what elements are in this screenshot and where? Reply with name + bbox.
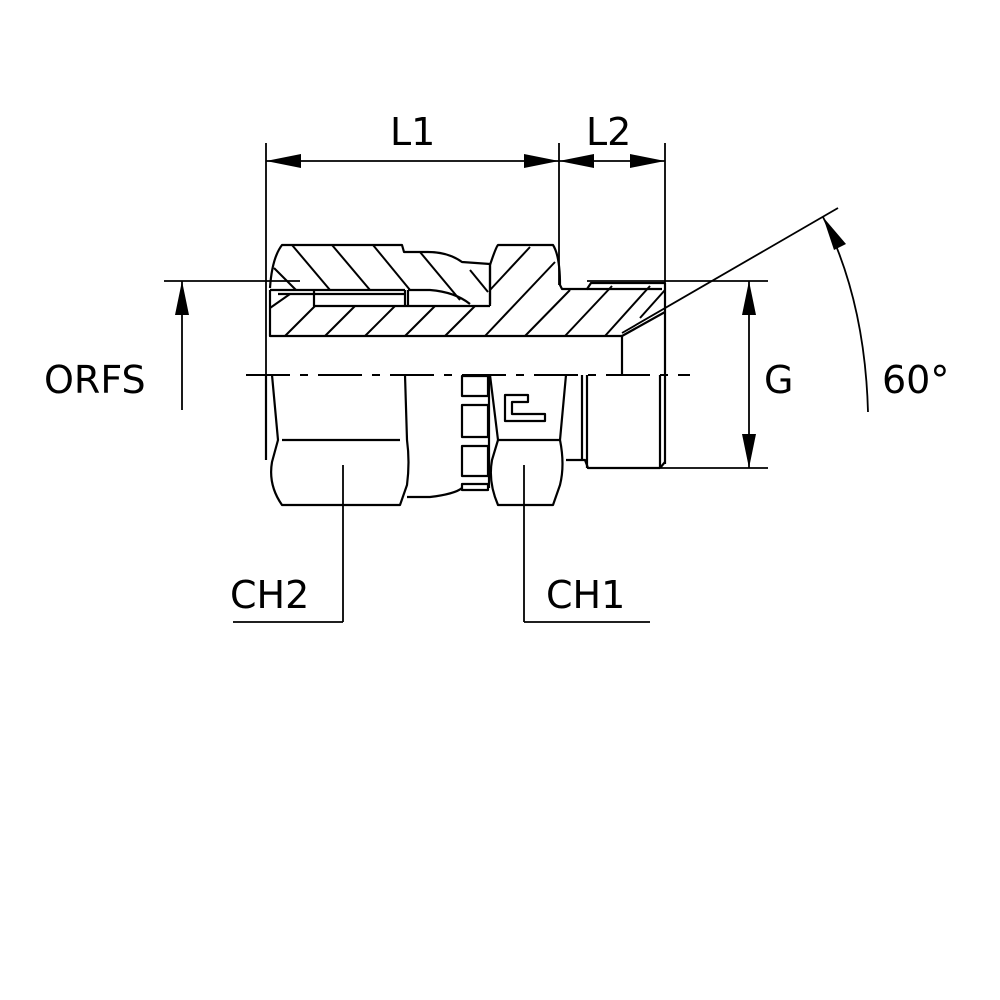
section-upper-half	[268, 243, 667, 375]
hatch	[419, 251, 461, 301]
dimension-l1-l2: L1 L2	[265, 110, 666, 460]
leader-ch2: CH2	[230, 465, 344, 623]
groove-slot	[460, 482, 490, 492]
neck-curve	[407, 487, 463, 499]
arrow-icon	[742, 281, 756, 315]
arrow-icon	[630, 154, 665, 168]
arrow-icon	[175, 281, 189, 315]
view-lower-half	[264, 374, 667, 507]
label-orfs: ORFS	[44, 358, 146, 402]
body-hex	[488, 374, 568, 507]
manufacturer-logo	[503, 393, 547, 423]
hatch	[404, 305, 436, 337]
leader-ch1: CH1	[523, 465, 650, 623]
dimension-g: G	[587, 280, 793, 469]
hatch	[604, 285, 651, 337]
arrow-icon	[524, 154, 559, 168]
thread-chamfer	[659, 461, 666, 469]
groove-slot	[460, 444, 490, 478]
swivel-nut-hex	[270, 374, 410, 507]
hatch	[444, 305, 476, 337]
thread-bottom	[566, 458, 660, 470]
hatch	[372, 244, 411, 291]
arrow-icon	[559, 154, 594, 168]
hatch	[331, 244, 371, 291]
hatch	[291, 244, 331, 291]
dimension-angle: 60°	[621, 207, 949, 413]
swivel-nut-outline	[268, 243, 492, 304]
hatch	[284, 305, 316, 337]
hatch	[489, 246, 531, 291]
angle-arc	[822, 216, 869, 413]
body-hex-outline	[488, 243, 665, 306]
label-l2: L2	[586, 110, 631, 154]
dimension-orfs: ORFS	[44, 280, 300, 410]
hatch	[564, 285, 613, 337]
hatch	[324, 305, 356, 337]
label-angle: 60°	[882, 358, 949, 402]
label-ch2: CH2	[230, 573, 309, 617]
hatch	[639, 289, 666, 319]
body-nose-outline	[312, 290, 490, 308]
groove-slot	[460, 374, 490, 398]
hatch	[269, 293, 291, 309]
arrow-icon	[823, 217, 846, 250]
label-g: G	[764, 358, 793, 402]
hatch	[469, 269, 489, 293]
groove-slot	[460, 403, 490, 439]
hatch	[484, 261, 556, 337]
cone-extension-line	[621, 207, 839, 334]
cone-face	[621, 311, 666, 337]
hatch	[524, 289, 571, 337]
label-l1: L1	[390, 110, 435, 154]
arrow-icon	[266, 154, 301, 168]
label-ch1: CH1	[546, 573, 625, 617]
hatch	[273, 267, 297, 291]
nut-inner-curve	[408, 288, 471, 305]
arrow-icon	[742, 434, 756, 468]
hatch	[364, 305, 396, 337]
